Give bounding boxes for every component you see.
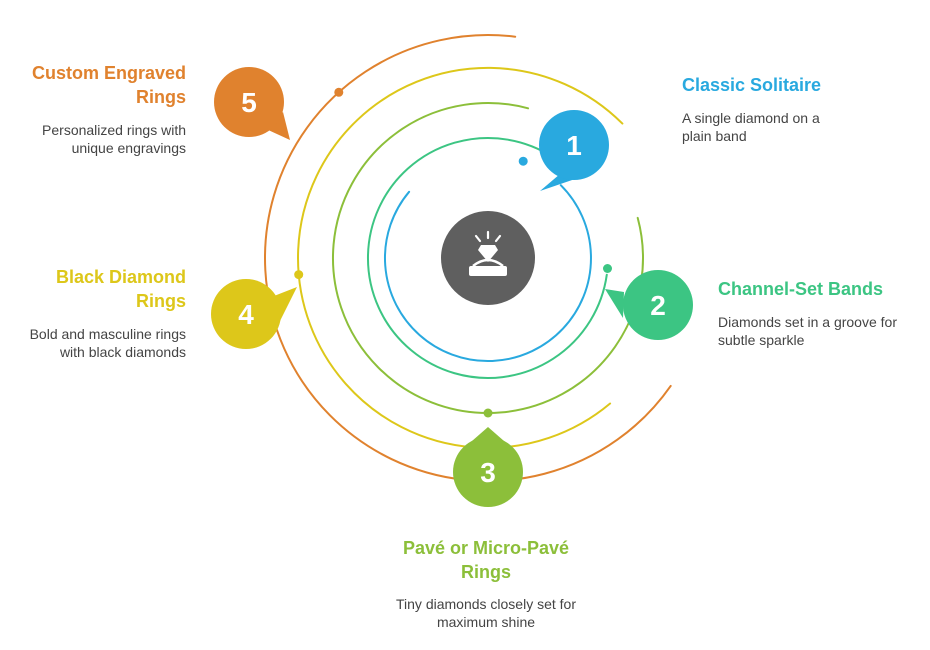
bubble-3-pointer	[472, 427, 504, 441]
bubble-1-number: 1	[566, 130, 582, 161]
ring-2	[367, 137, 608, 379]
bubble-2: 2	[605, 270, 693, 340]
bubble-5: 5	[214, 67, 290, 140]
bubble-2-circle	[623, 270, 693, 340]
bubble-5-pointer	[266, 112, 290, 140]
item-3-description: Tiny diamonds closely set for maximum sh…	[396, 596, 576, 630]
bubble-4-circle	[211, 279, 281, 349]
bubble-3: 3	[453, 427, 523, 507]
item-3-title: Pavé or Micro-Pavé Rings	[402, 538, 570, 582]
bubble-4: 4	[211, 279, 297, 349]
bubble-3-circle	[453, 437, 523, 507]
connector-dot-5	[334, 87, 344, 97]
connector-dot-3	[483, 408, 493, 418]
bubble-5-number: 5	[241, 87, 257, 118]
ring-3	[332, 102, 644, 414]
diamond-ring-icon	[469, 230, 507, 276]
bubble-2-pointer	[605, 289, 624, 318]
item-1-title: Classic Solitaire	[682, 75, 822, 95]
item-5-description: Personalized rings with unique engraving…	[42, 122, 186, 156]
item-2-description: Diamonds set in a groove for subtle spar…	[718, 314, 897, 348]
bubble-4-number: 4	[238, 299, 254, 330]
item-5-title: Custom Engraved Rings	[31, 63, 186, 107]
item-1-description: A single diamond on a plain band	[682, 110, 820, 144]
bubble-1-circle	[539, 110, 609, 180]
item-2-title: Channel-Set Bands	[718, 279, 884, 299]
connector-dot-4	[294, 270, 304, 280]
connector-dot-2	[603, 264, 612, 273]
bubble-3-number: 3	[480, 457, 496, 488]
bubble-2-number: 2	[650, 290, 666, 321]
bubble-1: 1	[539, 110, 609, 191]
connector-dot-1	[518, 156, 528, 166]
connector-dots	[294, 87, 612, 418]
ring-5	[264, 34, 672, 483]
item-4-description: Bold and masculine rings with black diam…	[29, 326, 186, 360]
bubble-5-circle	[214, 67, 284, 137]
ring-1	[384, 184, 592, 363]
item-4-title: Black Diamond Rings	[55, 267, 186, 311]
number-bubbles: 1 2 3 4 5	[211, 67, 693, 507]
